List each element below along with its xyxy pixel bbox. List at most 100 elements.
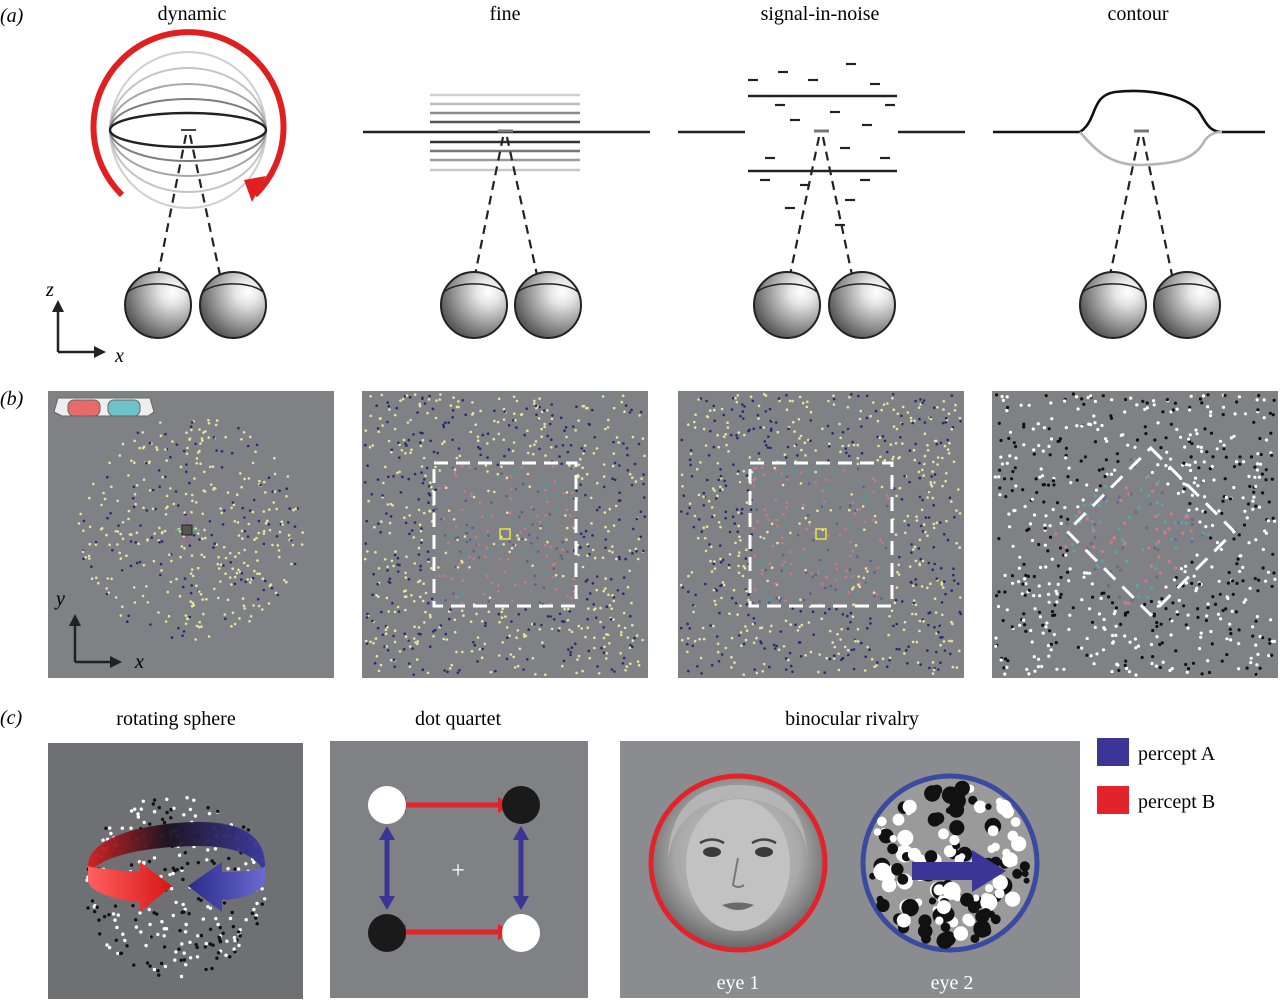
stimulus-dot [640, 536, 643, 539]
stimulus-dot [1143, 408, 1146, 411]
stimulus-dot [697, 398, 700, 401]
stimulus-dot [927, 624, 930, 627]
stimulus-dot [413, 536, 416, 539]
stimulus-dot [226, 867, 229, 870]
panel-c-label: (c) [0, 707, 23, 729]
stimulus-dot [941, 485, 944, 488]
stimulus-dot [584, 636, 587, 639]
stimulus-dot [389, 581, 392, 584]
stimulus-dot [158, 806, 161, 809]
stimulus-dot [1093, 662, 1096, 665]
stimulus-dot [455, 525, 458, 528]
stimulus-dot [411, 529, 414, 532]
stimulus-dot [1272, 413, 1275, 416]
stimulus-dot [181, 634, 184, 637]
stimulus-dot [1179, 436, 1182, 439]
stimulus-dot [133, 486, 136, 489]
stimulus-dot [941, 636, 944, 639]
stimulus-dot [847, 406, 850, 409]
stimulus-dot [912, 585, 915, 588]
stimulus-dot [895, 495, 898, 498]
stimulus-dot [950, 589, 953, 592]
stimulus-dot [462, 579, 465, 582]
stimulus-dot [408, 533, 411, 536]
stimulus-dot [376, 583, 379, 586]
stimulus-dot [949, 496, 952, 499]
stimulus-dot [394, 428, 397, 431]
stimulus-dot [1111, 634, 1114, 637]
stimulus-dot [386, 421, 389, 424]
stimulus-dot [378, 567, 381, 570]
stimulus-dot [127, 615, 130, 618]
stimulus-dot [551, 418, 554, 421]
stimulus-dot [1052, 483, 1055, 486]
stimulus-dot [624, 627, 627, 630]
stimulus-dot [182, 586, 185, 589]
stimulus-dot [1211, 642, 1214, 645]
stimulus-dot [422, 482, 425, 485]
stimulus-dot [1243, 601, 1246, 604]
stimulus-dot [1044, 527, 1047, 530]
stimulus-dot [1049, 401, 1052, 404]
stimulus-dot [985, 884, 993, 892]
stimulus-dot [125, 944, 128, 947]
stimulus-dot [941, 887, 950, 896]
stimulus-dot [1123, 522, 1126, 525]
stimulus-dot [710, 546, 713, 549]
stimulus-dot [182, 903, 185, 906]
stimulus-dot [1256, 468, 1259, 471]
stimulus-dot [177, 948, 180, 951]
stimulus-dot [1176, 610, 1179, 613]
stimulus-dot [209, 928, 212, 931]
stimulus-dot [416, 658, 419, 661]
stimulus-dot [721, 653, 724, 656]
stimulus-dot [1033, 655, 1036, 658]
stimulus-dot [924, 455, 927, 458]
stimulus-dot [932, 461, 935, 464]
stimulus-dot [787, 446, 790, 449]
stimulus-dot [891, 863, 904, 876]
stimulus-dot [1223, 444, 1226, 447]
stimulus-dot [254, 450, 257, 453]
stimulus-dot [200, 625, 203, 628]
stimulus-dot [1235, 400, 1238, 403]
stimulus-dot [169, 816, 172, 819]
stimulus-dot [1257, 394, 1260, 397]
stimulus-dot [390, 659, 393, 662]
stimulus-dot [635, 480, 638, 483]
stimulus-dot [1156, 463, 1159, 466]
stimulus-dot [138, 447, 141, 450]
stimulus-dot [590, 522, 593, 525]
stimulus-dot [1270, 454, 1273, 457]
stimulus-dot [542, 645, 545, 648]
stimulus-dot [120, 614, 123, 617]
stimulus-dot [464, 535, 467, 538]
stimulus-dot [420, 527, 423, 530]
stimulus-dot [419, 524, 422, 527]
stimulus-dot [849, 505, 852, 508]
stimulus-dot [606, 652, 609, 655]
stimulus-dot [1225, 456, 1228, 459]
stimulus-dot [420, 541, 423, 544]
stimulus-dot [379, 417, 382, 420]
stimulus-dot [608, 550, 611, 553]
stimulus-dot [847, 627, 850, 630]
stimulus-dot [522, 483, 525, 486]
stimulus-dot [709, 409, 712, 412]
stimulus-dot [83, 520, 86, 523]
stimulus-dot [133, 808, 136, 811]
stimulus-dot [603, 646, 606, 649]
stimulus-dot [725, 433, 728, 436]
stimulus-dot [423, 478, 426, 481]
stimulus-dot [512, 450, 515, 453]
stimulus-dot [1111, 642, 1114, 645]
stimulus-dot [251, 912, 254, 915]
stimulus-dot [103, 915, 106, 918]
stimulus-dot [252, 462, 255, 465]
stimulus-dot [913, 599, 916, 602]
stimulus-dot [576, 658, 579, 661]
stimulus-dot [468, 556, 471, 559]
stimulus-dot [521, 511, 524, 514]
stimulus-dot [638, 414, 641, 417]
stimulus-dot [726, 421, 729, 424]
